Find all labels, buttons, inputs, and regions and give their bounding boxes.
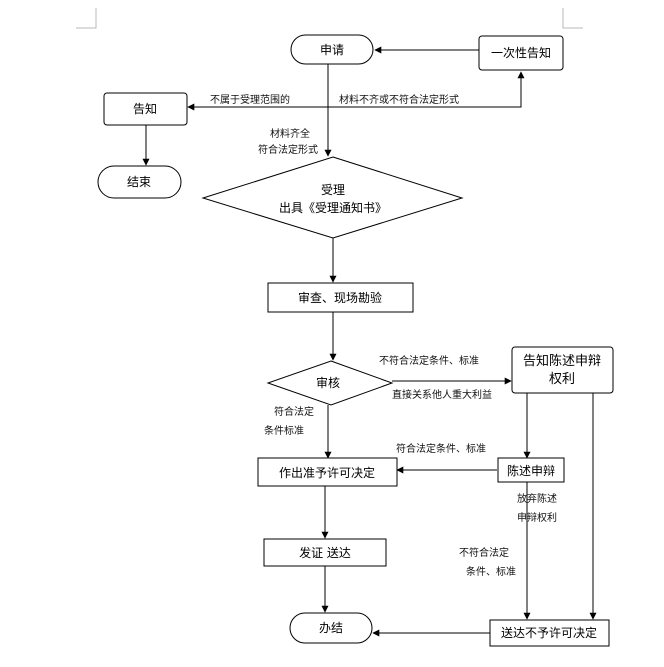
- label-meet-line1: 符合法定: [274, 405, 314, 418]
- node-finish-label: 办结: [319, 620, 343, 635]
- label-complete-line1: 材料齐全: [270, 127, 310, 140]
- node-end-label: 结束: [127, 175, 151, 189]
- node-once-notice: 一次性告知: [478, 35, 564, 71]
- node-statement: 陈述申辩: [497, 457, 565, 483]
- label-meet-line2: 条件标准: [264, 424, 304, 437]
- label-waive-line2: 申辩权利: [517, 511, 557, 524]
- node-apply: 申请: [290, 34, 374, 65]
- node-notify-rights-line2: 权利: [549, 371, 575, 387]
- label-statement-meet: 符合法定条件、标准: [396, 442, 486, 455]
- node-approve: 作出准予许可决定: [257, 457, 398, 487]
- label-not-meet: 不符合法定条件、标准: [379, 354, 479, 367]
- node-finish: 办结: [289, 612, 373, 644]
- node-review-survey: 审查、现场勘验: [267, 282, 414, 313]
- node-issue-label: 发证 送达: [299, 545, 351, 560]
- node-audit: 审核: [266, 360, 394, 406]
- node-end: 结束: [97, 165, 182, 199]
- node-review-survey-label: 审查、现场勘验: [298, 290, 382, 305]
- node-deliver-reject: 送达不予许可决定: [489, 619, 610, 647]
- node-notify-rights: 告知陈述申辩 权利: [511, 346, 614, 394]
- node-audit-label: 审核: [316, 375, 340, 390]
- label-complete-line2: 符合法定形式: [258, 143, 318, 156]
- node-notice: 告知: [103, 92, 188, 126]
- edge-to-once: [328, 71, 525, 108]
- label-stmt-not-meet-line2: 条件、标准: [466, 565, 516, 578]
- label-waive-line1: 放弃陈述: [517, 492, 557, 505]
- node-approve-label: 作出准予许可决定: [279, 465, 375, 480]
- label-direct-interest: 直接关系他人重大利益: [392, 388, 492, 401]
- label-out-of-scope: 不属于受理范围的: [210, 93, 290, 106]
- node-once-notice-label: 一次性告知: [491, 46, 551, 60]
- crop-marks: [76, 8, 583, 29]
- node-accept-line1: 受理: [321, 183, 345, 197]
- connectors: [142, 46, 597, 637]
- node-notice-label: 告知: [133, 102, 157, 116]
- node-deliver-reject-label: 送达不予许可决定: [501, 625, 597, 640]
- node-accept: 受理 出具《受理通知书》: [201, 156, 464, 239]
- node-apply-label: 申请: [320, 43, 344, 57]
- label-incomplete: 材料不齐或不符合法定形式: [339, 93, 459, 106]
- label-stmt-not-meet-line1: 不符合法定: [459, 546, 509, 559]
- node-accept-line2: 出具《受理通知书》: [279, 201, 387, 215]
- node-issue: 发证 送达: [263, 538, 387, 567]
- node-notify-rights-line1: 告知陈述申辩: [523, 353, 601, 369]
- node-statement-label: 陈述申辩: [507, 463, 555, 478]
